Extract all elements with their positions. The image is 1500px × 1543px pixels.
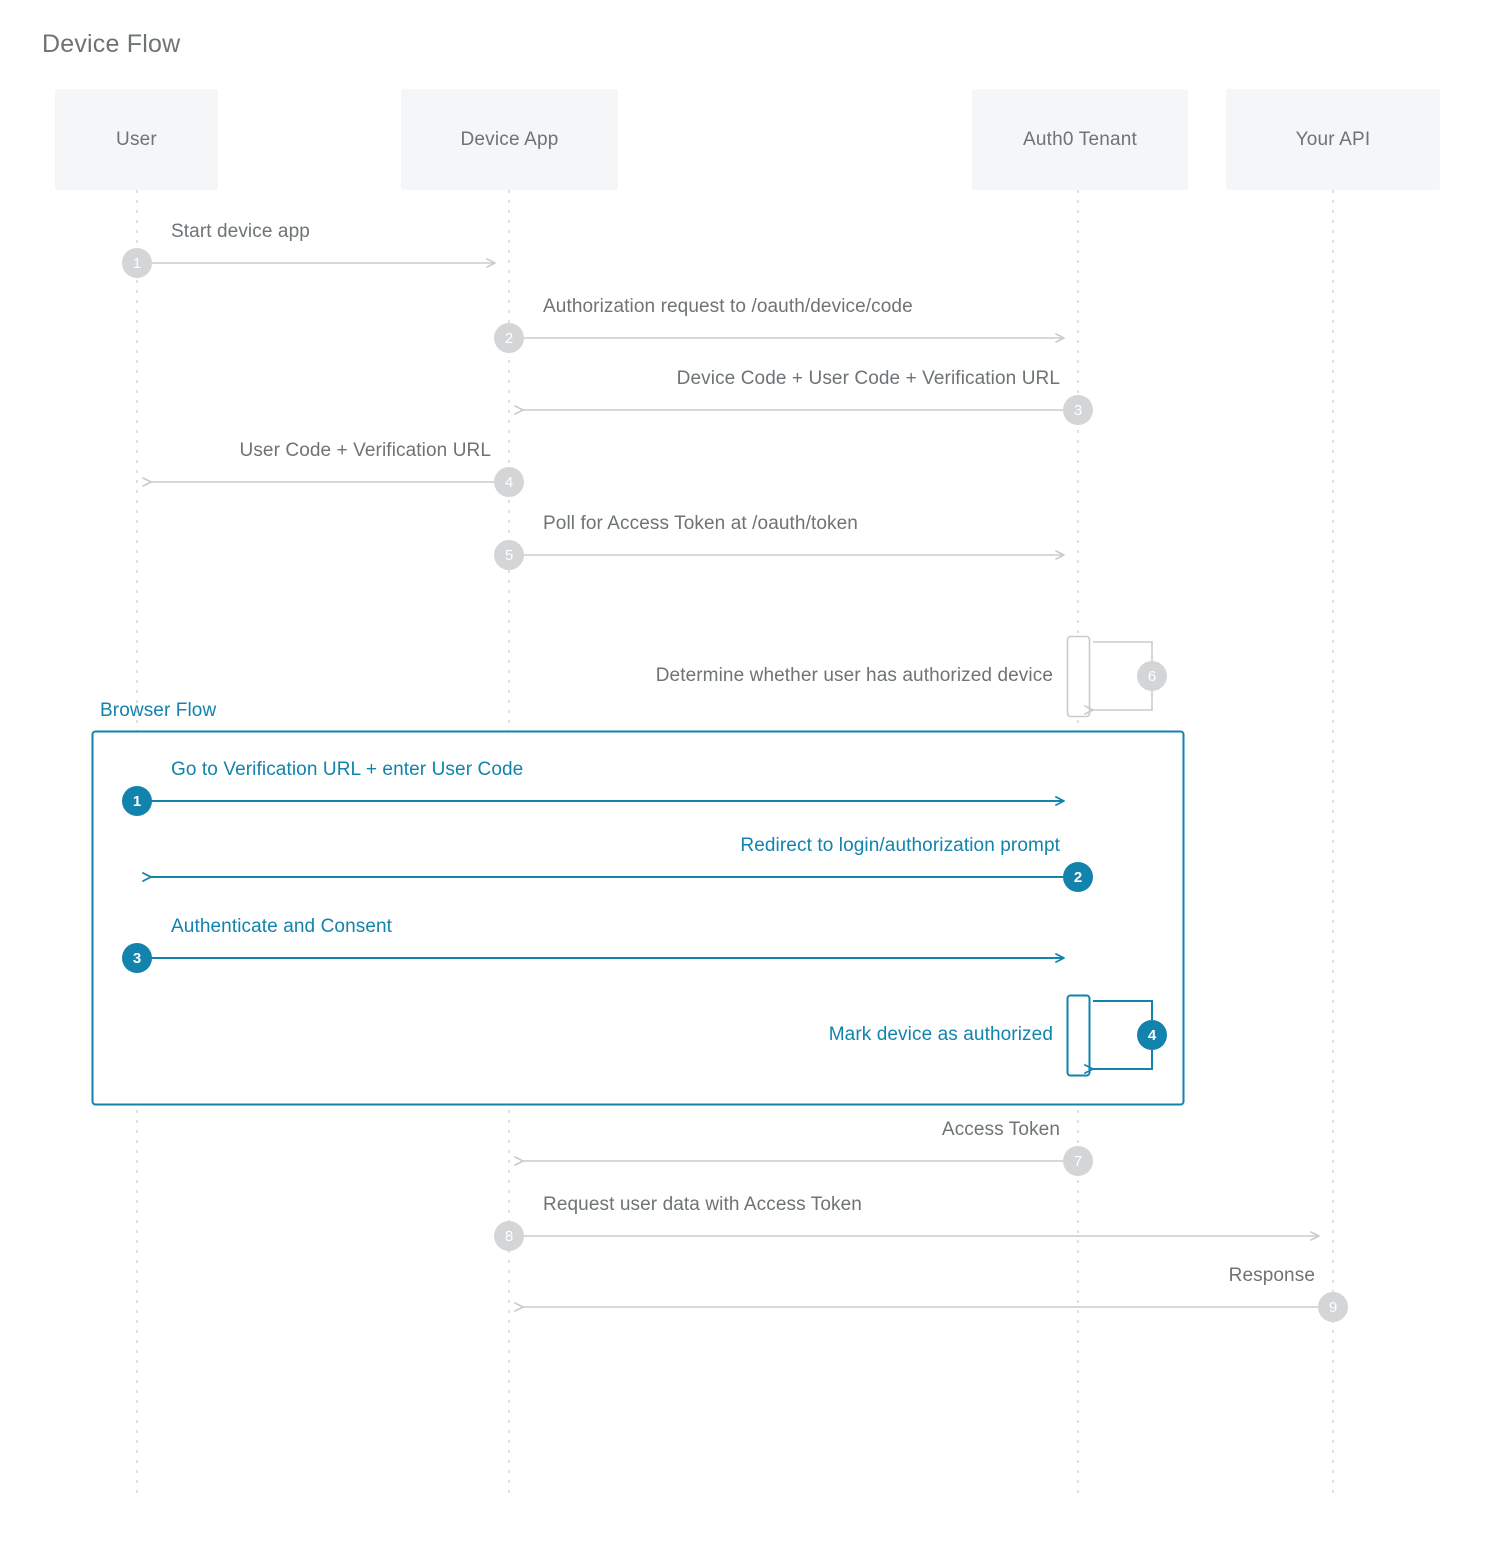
browser-flow-fragment [91,730,1185,1106]
message-label: Access Token [941,1119,1060,1140]
activation-bar [1066,635,1091,718]
step-number-badge: 1 [122,248,152,278]
actor-label-auth0: Auth0 Tenant [1022,128,1138,150]
step-number-badge: 2 [1063,862,1093,892]
message-label: User Code + Verification URL [239,440,491,461]
lifelines-group [136,190,1334,1500]
message-label: Device Code + User Code + Verification U… [676,368,1060,389]
step-number-badge: 2 [494,323,524,353]
message-label: Determine whether user has authorized de… [655,665,1053,686]
message-label: Request user data with Access Token [543,1194,862,1215]
step-number-badge: 6 [1137,661,1167,691]
message-label: Go to Verification URL + enter User Code [171,759,524,780]
page-title: Device Flow [42,30,181,58]
message-label: Start device app [171,221,310,242]
message-label: Mark device as authorized [828,1024,1053,1045]
message-label: Authenticate and Consent [171,916,393,937]
message-label: Authorization request to /oauth/device/c… [543,296,913,317]
step-number-badge: 5 [494,540,524,570]
arrows-group [137,258,1333,1312]
actor-label-api: Your API [1295,128,1371,150]
actor-label-user: User [116,128,157,150]
actor-label-device: Device App [460,128,559,150]
message-label: Redirect to login/authorization prompt [740,835,1060,856]
actor-box-user: User [55,89,218,190]
step-number-badge: 7 [1063,1146,1093,1176]
step-number-badge: 3 [122,943,152,973]
step-number-badge: 4 [1137,1020,1167,1050]
message-label: Poll for Access Token at /oauth/token [543,513,858,534]
step-number-badge: 3 [1063,395,1093,425]
actor-box-device: Device App [401,89,618,190]
step-number-badge: 8 [494,1221,524,1251]
step-number-badge: 1 [122,786,152,816]
message-label: Response [1228,1265,1315,1286]
fragment-title: Browser Flow [100,700,217,721]
actor-box-api: Your API [1226,89,1440,190]
fragment-box-group [91,730,1185,1106]
activation-bar [1066,994,1091,1077]
actor-box-auth0: Auth0 Tenant [972,89,1188,190]
step-number-badge: 9 [1318,1292,1348,1322]
step-number-badge: 4 [494,467,524,497]
